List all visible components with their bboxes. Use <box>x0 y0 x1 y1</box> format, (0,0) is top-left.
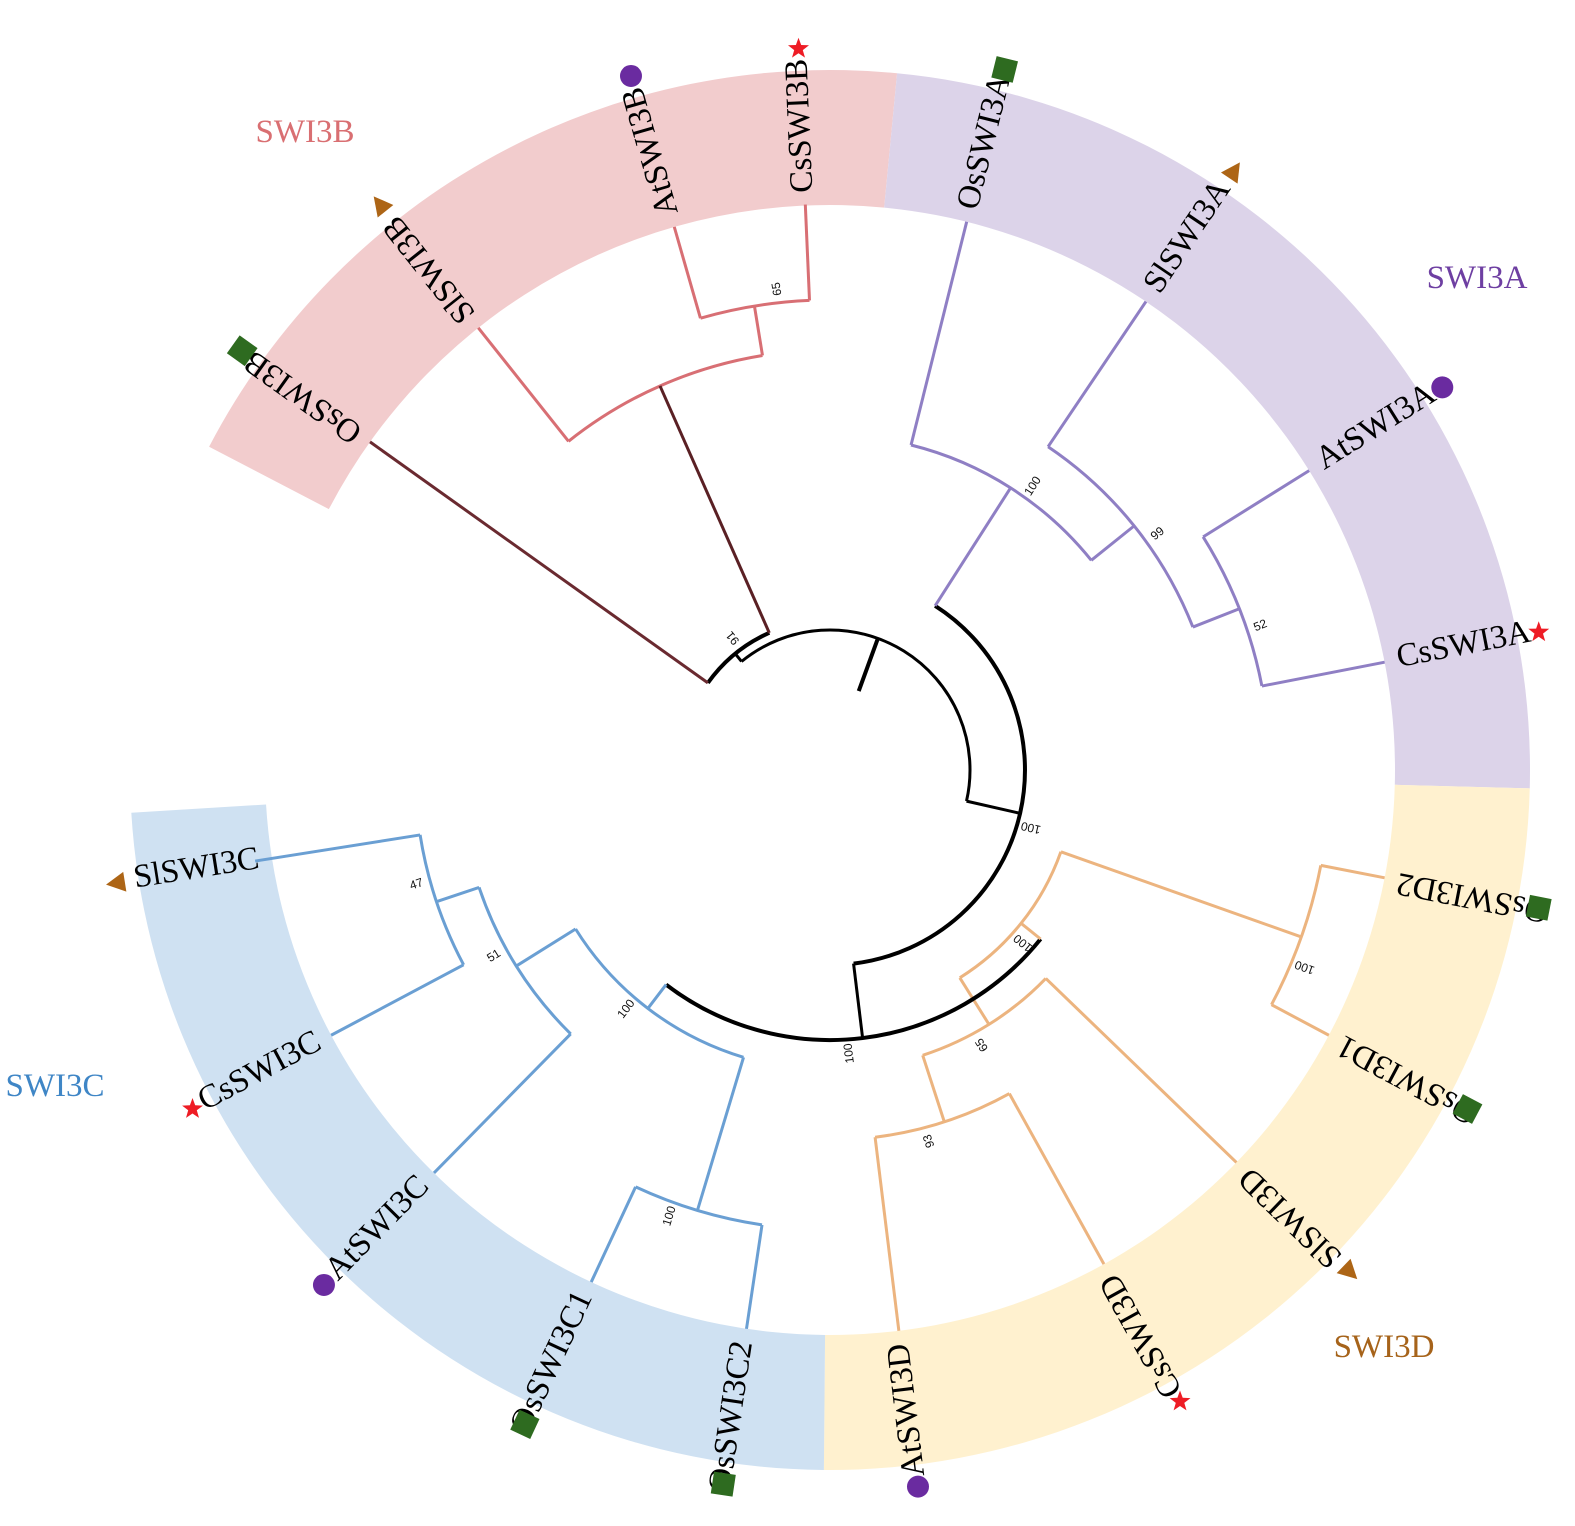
branch-stem-AtSWI3B <box>672 226 702 319</box>
bootstrap-value: 100 <box>614 996 637 1021</box>
clade-bands <box>131 69 1530 1470</box>
clade-band-swi3a <box>884 73 1530 789</box>
bootstrap-value: 100 <box>1293 957 1317 977</box>
star-icon <box>1528 621 1550 642</box>
clade-band-swi3d <box>823 784 1530 1470</box>
branch-stem-nD1 <box>1060 850 1302 939</box>
triangle-icon <box>1336 1258 1358 1280</box>
bootstrap-value: 65 <box>768 281 784 297</box>
bootstrap-value: 51 <box>484 946 503 965</box>
branch-arc-nD4 <box>959 851 1063 980</box>
square-icon <box>991 56 1019 83</box>
branch-stem-nC3 <box>695 1056 745 1211</box>
clade-band-swi3b <box>209 69 898 510</box>
bootstrap-value: 100 <box>659 1204 678 1228</box>
branch-stem-AtSWI3A <box>1202 469 1310 539</box>
branch-arc-nDC <box>664 937 1043 1043</box>
bootstrap-value: 91 <box>723 628 742 647</box>
bootstrap-value: 65 <box>972 1035 991 1054</box>
square-icon <box>1452 1094 1483 1124</box>
square-icon <box>226 335 258 367</box>
branch-stem-nD2 <box>921 1054 946 1123</box>
branch-stem-nB1 <box>752 305 764 356</box>
bootstrap-value: 100 <box>1019 819 1042 837</box>
clade-name-swi3a: SWI3A <box>1427 260 1528 296</box>
branch-stem-OsSWI3B <box>369 440 709 685</box>
branch-stem-SlSWI3C <box>254 833 421 863</box>
species-symbols <box>106 37 1552 1498</box>
branch-stem-nB2 <box>658 385 771 634</box>
leaf-label-csswi3b: CsSWI3B <box>779 58 821 193</box>
branch-stem-SlSWI3A <box>1046 300 1148 448</box>
star-icon <box>1169 1390 1191 1411</box>
clade-name-swi3c: SWI3C <box>6 1068 105 1104</box>
branch-stem-AtSWI3C <box>432 1032 572 1175</box>
bootstrap-value: 99 <box>1148 523 1167 542</box>
star-icon <box>788 37 809 58</box>
branch-stem-OsSWI3D2 <box>1320 863 1385 880</box>
circle-icon <box>312 1273 335 1296</box>
branch-stem-nD4 <box>1020 922 1042 941</box>
branch-stem-OsSWI3C1 <box>589 1186 637 1283</box>
root-stub <box>856 637 880 692</box>
triangle-icon <box>1220 162 1240 184</box>
branch-stem-nA1 <box>1192 607 1240 629</box>
square-icon <box>710 1471 736 1497</box>
branch-stem-SlSWI3D <box>1044 977 1238 1164</box>
branch-arc-nAD <box>853 604 1027 966</box>
clade-band-swi3c <box>131 804 826 1470</box>
triangle-icon <box>373 196 394 218</box>
branch-stem-nA3 <box>933 487 1012 607</box>
branch-stem-nC4 <box>646 983 668 1010</box>
branch-stem-nC2 <box>515 927 577 968</box>
square-icon <box>510 1409 540 1439</box>
branch-stem-OsSWI3C2 <box>745 1224 764 1330</box>
circle-icon <box>906 1475 929 1498</box>
bootstrap-value: 47 <box>408 875 425 893</box>
branch-stem-nD3 <box>958 976 991 1026</box>
bootstrap-value: 100 <box>840 1042 856 1064</box>
branch-arc-nB3 <box>706 630 771 685</box>
clade-name-swi3d: SWI3D <box>1334 1329 1435 1365</box>
bootstrap-value: 52 <box>1251 616 1269 634</box>
branch-arc-root <box>740 628 972 802</box>
star-icon <box>182 1098 203 1118</box>
branch-stem-AtSWI3D <box>873 1137 901 1331</box>
circle-icon <box>619 64 642 87</box>
branch-stem-SlSWI3B <box>477 326 570 443</box>
branch-stem-nAD <box>966 799 1021 815</box>
square-icon <box>1525 894 1552 921</box>
bootstrap-value: 93 <box>920 1132 938 1149</box>
circle-icon <box>1431 376 1454 399</box>
branch-stem-nB3 <box>734 652 743 663</box>
branch-stem-CsSWI3B <box>803 204 811 301</box>
branch-stem-nDC <box>852 963 865 1039</box>
bootstrap-value: 100 <box>1021 473 1044 498</box>
tree-branches <box>254 204 1385 1331</box>
branch-stem-OsSWI3A <box>909 221 969 446</box>
clade-name-swi3b: SWI3B <box>256 114 355 150</box>
branch-stem-nC1 <box>435 885 480 904</box>
branch-stem-CsSWI3D <box>1008 1092 1106 1265</box>
branch-stem-nA2 <box>1090 524 1136 562</box>
branch-stem-OsSWI3D1 <box>1270 1003 1330 1037</box>
branch-stem-CsSWI3A <box>1261 660 1385 688</box>
clade-names: SWI3A SWI3B SWI3C SWI3D <box>6 114 1528 1365</box>
triangle-icon <box>106 871 127 892</box>
branch-stem-CsSWI3C <box>330 963 465 1037</box>
